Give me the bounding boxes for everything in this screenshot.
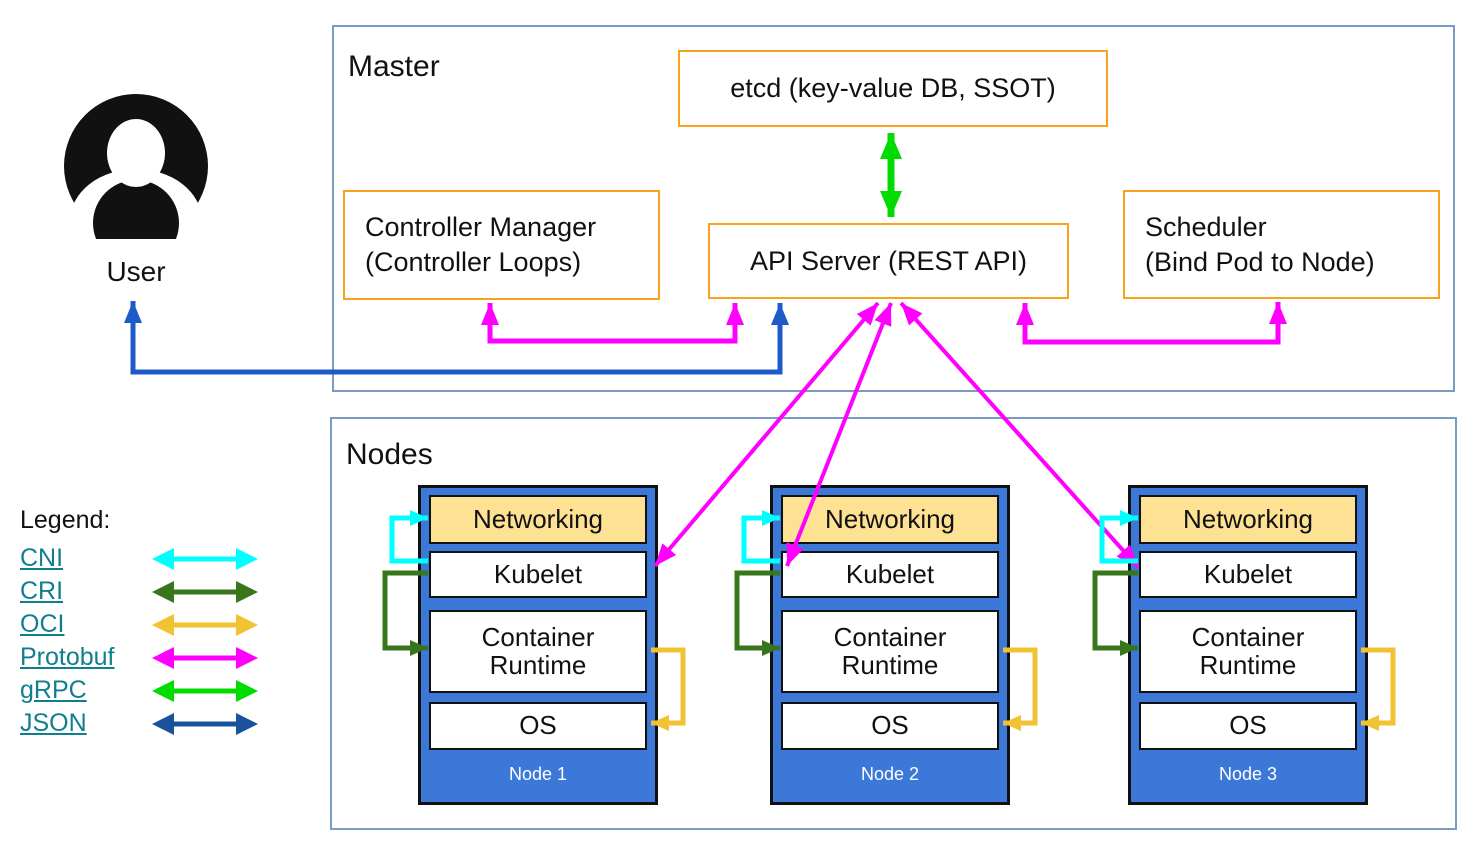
nodes-title: Nodes <box>346 438 433 471</box>
legend-title: Legend: <box>20 506 111 534</box>
legend-row-protobuf: Protobuf <box>20 641 260 674</box>
networking-layer: Networking <box>1139 495 1357 544</box>
kubelet-layer: Kubelet <box>781 551 999 598</box>
protobuf-legend-arrow <box>152 646 258 669</box>
container-runtime-layer: Container Runtime <box>429 610 647 693</box>
legend-link-json[interactable]: JSON <box>20 709 87 737</box>
legend-link-cri[interactable]: CRI <box>20 577 64 605</box>
legend-row-oci: OCI <box>20 608 260 641</box>
networking-layer: Networking <box>781 495 999 544</box>
networking-layer: Networking <box>429 495 647 544</box>
worker-node-3: Networking Kubelet Container Runtime OS … <box>1128 485 1368 805</box>
legend: Legend: CNI CRI OCI Protobuf gRPC JSON <box>20 506 260 740</box>
node-label: Node 1 <box>508 764 568 784</box>
legend-row-grpc: gRPC <box>20 674 260 707</box>
node-label: Node 3 <box>1218 764 1278 784</box>
cni-legend-arrow <box>152 547 258 570</box>
user-icon <box>64 94 208 239</box>
legend-link-grpc[interactable]: gRPC <box>20 676 87 704</box>
os-layer: OS <box>1139 702 1357 750</box>
scheduler-box: Scheduler (Bind Pod to Node) <box>1123 190 1440 299</box>
container-runtime-layer: Container Runtime <box>1139 610 1357 693</box>
cri-legend-arrow <box>152 580 258 603</box>
grpc-legend-arrow <box>152 679 258 702</box>
user-label: User <box>106 256 166 287</box>
controller-manager-label: Controller Manager (Controller Loops) <box>365 212 597 277</box>
worker-node-1: Networking Kubelet Container Runtime OS … <box>418 485 658 805</box>
legend-row-json: JSON <box>20 707 260 740</box>
controller-manager-box: Controller Manager (Controller Loops) <box>343 190 660 300</box>
legend-link-cni[interactable]: CNI <box>20 544 64 572</box>
nodes-frame <box>330 417 1457 830</box>
legend-row-cni: CNI <box>20 542 260 575</box>
etcd-box: etcd (key-value DB, SSOT) <box>678 50 1108 127</box>
legend-link-oci[interactable]: OCI <box>20 610 65 638</box>
worker-node-2: Networking Kubelet Container Runtime OS … <box>770 485 1010 805</box>
legend-row-cri: CRI <box>20 575 260 608</box>
os-layer: OS <box>781 702 999 750</box>
kubelet-layer: Kubelet <box>1139 551 1357 598</box>
api-server-label: API Server (REST API) <box>749 245 1028 276</box>
kubelet-layer: Kubelet <box>429 551 647 598</box>
scheduler-label: Scheduler (Bind Pod to Node) <box>1145 211 1375 277</box>
oci-legend-arrow <box>152 613 258 636</box>
api-server-box: API Server (REST API) <box>708 223 1069 299</box>
master-frame <box>332 25 1455 392</box>
json-legend-arrow <box>152 712 258 735</box>
container-runtime-layer: Container Runtime <box>781 610 999 693</box>
node-label: Node 2 <box>860 764 920 784</box>
legend-link-protobuf[interactable]: Protobuf <box>20 643 115 671</box>
master-title: Master <box>348 50 440 83</box>
os-layer: OS <box>429 702 647 750</box>
etcd-label: etcd (key-value DB, SSOT) <box>730 73 1056 104</box>
